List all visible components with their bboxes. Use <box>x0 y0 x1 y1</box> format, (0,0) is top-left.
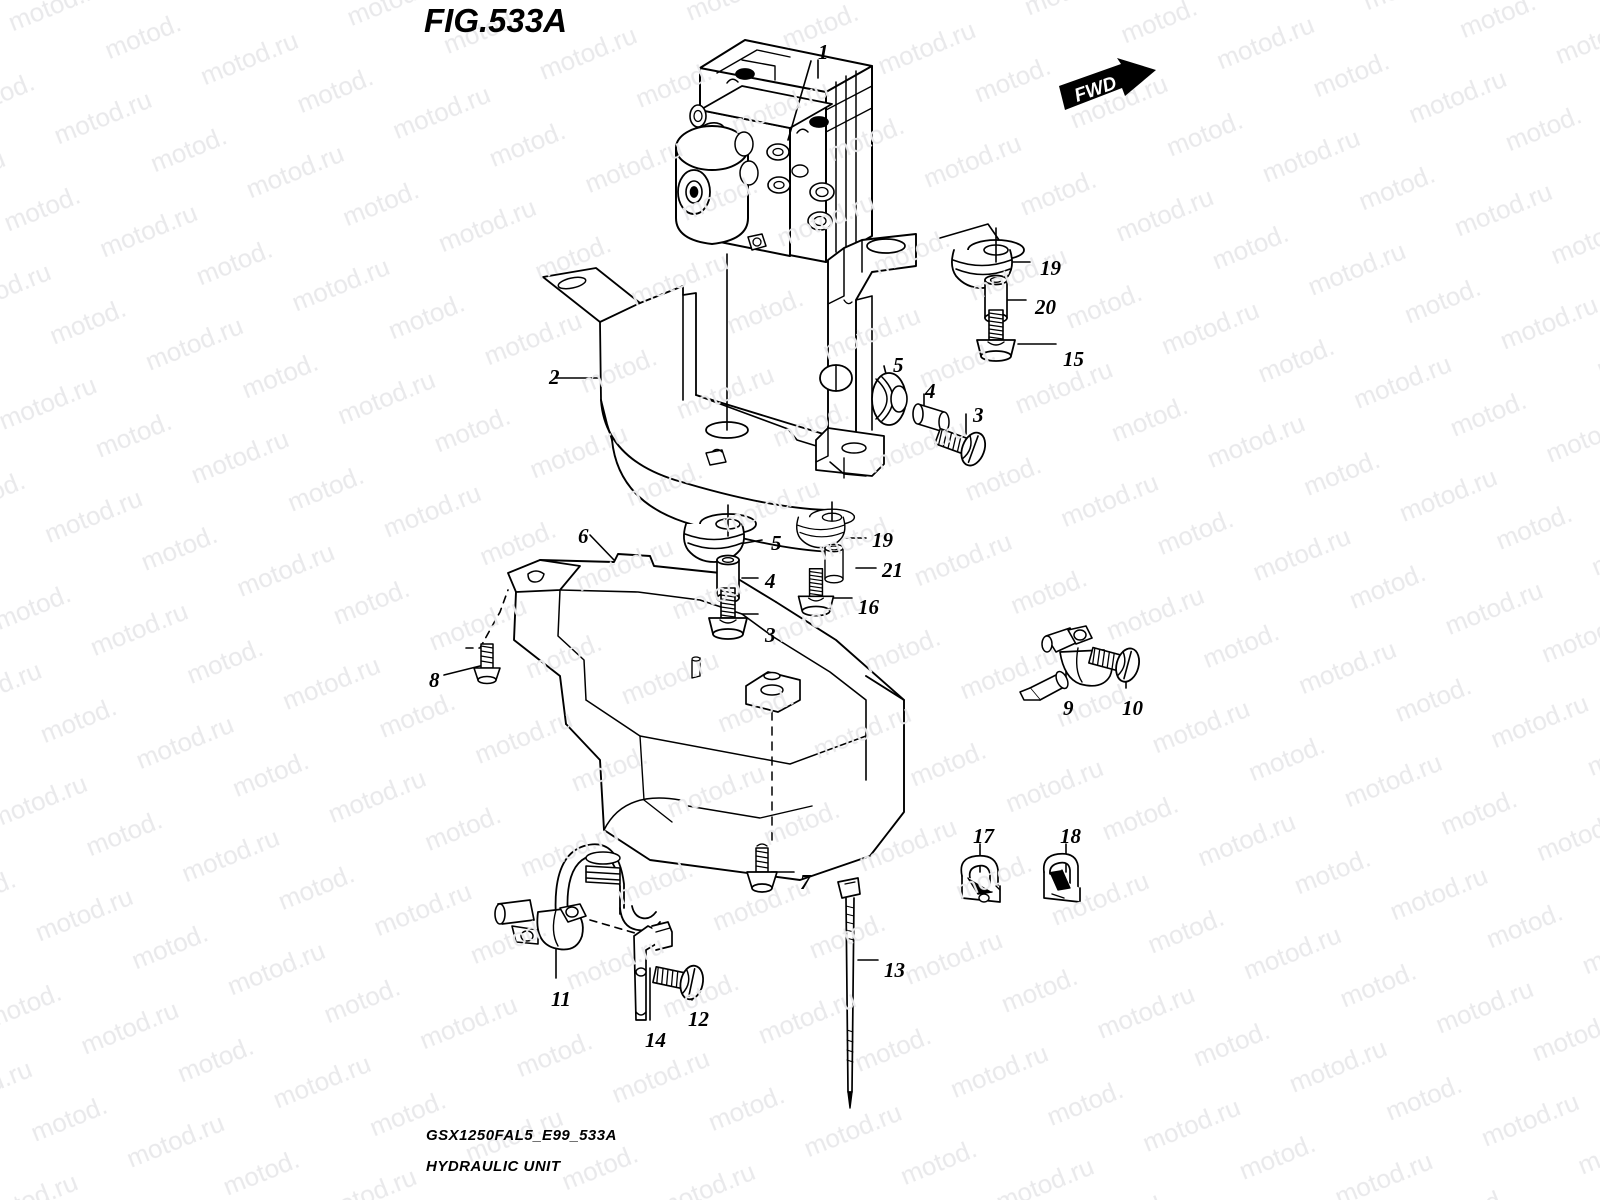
callout-4a: 4 <box>925 379 936 403</box>
callout-5a: 5 <box>893 353 904 377</box>
callout-10: 10 <box>1122 696 1143 720</box>
callout-9: 9 <box>1063 696 1074 720</box>
callout-20: 20 <box>1035 295 1056 319</box>
svg-text:FWD: FWD <box>1072 73 1120 107</box>
callout-19a: 19 <box>1040 256 1061 280</box>
callout-5b: 5 <box>771 531 782 555</box>
callout-3a: 3 <box>973 403 984 427</box>
callout-19b: 19 <box>872 528 893 552</box>
figure-caption: HYDRAULIC UNIT <box>426 1158 561 1175</box>
callout-16: 16 <box>858 595 879 619</box>
callout-6: 6 <box>578 524 589 548</box>
callout-8: 8 <box>429 668 440 692</box>
callout-21: 21 <box>882 558 903 582</box>
callout-13: 13 <box>884 958 905 982</box>
callout-7: 7 <box>800 870 811 894</box>
callout-12: 12 <box>688 1007 709 1031</box>
callout-2: 2 <box>549 365 560 389</box>
callout-1: 1 <box>818 40 829 64</box>
callout-17: 17 <box>973 824 994 848</box>
callout-15: 15 <box>1063 347 1084 371</box>
callout-14: 14 <box>645 1028 666 1052</box>
callout-4b: 4 <box>765 569 776 593</box>
figure-title: FIG.533A <box>424 2 568 39</box>
callout-3b: 3 <box>765 623 776 647</box>
callout-18: 18 <box>1060 824 1081 848</box>
callout-11: 11 <box>551 987 571 1011</box>
model-code-text: GSX1250FAL5_E99_533A <box>426 1127 617 1144</box>
fwd-direction-icon: FWD <box>1055 58 1160 120</box>
